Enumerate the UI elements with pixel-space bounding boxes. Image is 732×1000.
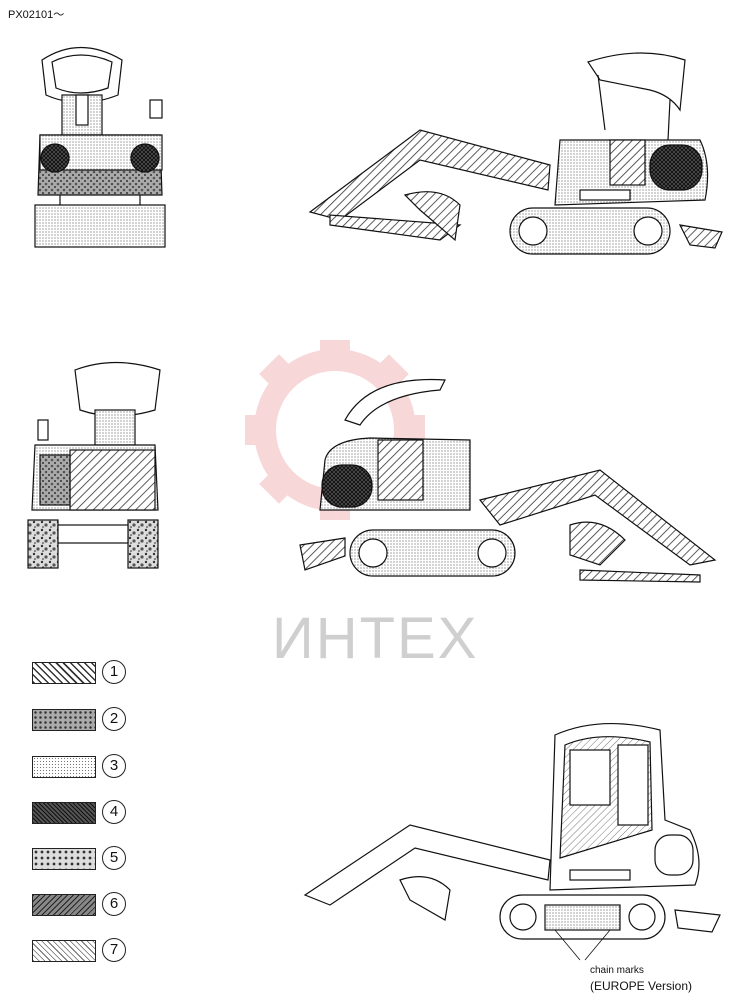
- legend-swatch: [32, 894, 96, 916]
- legend-number: 5: [102, 846, 126, 870]
- legend-number: 7: [102, 938, 126, 962]
- legend-swatch: [32, 709, 96, 731]
- legend-swatch: [32, 756, 96, 778]
- front-view-diagram: [34, 46, 166, 248]
- legend-swatch: [32, 848, 96, 870]
- europe-version-label: (EUROPE Version): [590, 979, 693, 993]
- side-view-mirrored-diagram: [299, 378, 717, 583]
- legend-row: 4: [32, 800, 142, 826]
- legend-number: 4: [102, 800, 126, 824]
- legend-swatch: [32, 662, 96, 684]
- legend-row: 3: [32, 754, 142, 780]
- document-code: PX02101～: [8, 9, 65, 21]
- rear-view-diagram: [27, 361, 161, 569]
- chain-marks-label: chain marks: [590, 965, 644, 976]
- watermark-text: ИНТЕХ: [272, 606, 479, 671]
- legend-swatch: [32, 940, 96, 962]
- legend-row: 7: [32, 938, 142, 964]
- legend-number: 6: [102, 892, 126, 916]
- legend-number: 1: [102, 660, 126, 684]
- side-view-diagram: [308, 52, 723, 255]
- legend-row: 6: [32, 892, 142, 918]
- legend-swatch: [32, 802, 96, 824]
- cab-version-diagram: [303, 722, 721, 961]
- legend-number: 3: [102, 754, 126, 778]
- legend-number: 2: [102, 707, 126, 731]
- legend-row: 1: [32, 660, 142, 686]
- legend-row: 5: [32, 846, 142, 872]
- legend-row: 2: [32, 707, 142, 733]
